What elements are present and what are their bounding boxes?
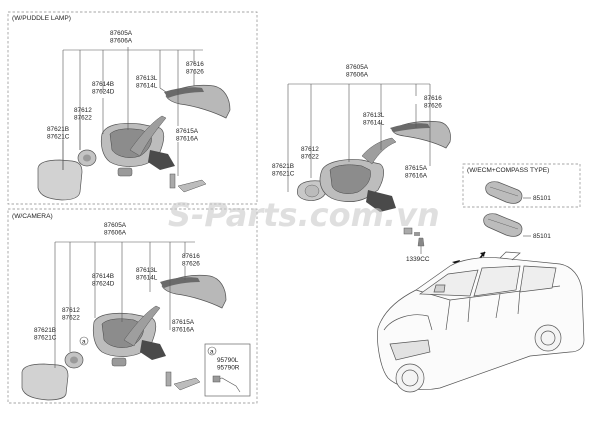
section-camera: (W/CAMERA) a a 95790L 95790R 87605A 8760… [7, 208, 258, 404]
callout-a-label: a [82, 339, 86, 346]
label-motor-std: 87612 87622 [301, 146, 321, 161]
label-side-std: 87615A 87616A [405, 165, 428, 180]
label-screw: 1339CC [406, 256, 430, 263]
label-housing-puddle: 87605A 87606A [110, 30, 133, 45]
section-ecm-title: (W/ECM+COMPASS TYPE) [467, 167, 549, 174]
label-lamp-std: 87616 87626 [424, 95, 444, 110]
mirror-base-shape [148, 150, 175, 170]
screw-shape [417, 237, 425, 247]
label-cover-camera: 87614B 87624D [92, 273, 116, 288]
label-inside-mirror: 85101 [533, 233, 551, 240]
section-standard: 87605A 87606A 87616 87626 87613L 87614L … [272, 64, 451, 236]
label-glass-std: 87621B 87621C [272, 163, 296, 178]
label-glass-camera: 87621B 87621C [34, 327, 58, 342]
section-puddle-title: (W/PUDDLE LAMP) [12, 15, 71, 22]
label-lamp-camera: 87616 87626 [182, 253, 202, 268]
puddle-lamp-shape [177, 179, 207, 193]
camera-mirror-glass-shape [21, 363, 69, 401]
label-lamp-puddle: 87616 87626 [186, 61, 206, 76]
section-ecm-frame [462, 163, 581, 208]
mirror-glass-shape [37, 159, 83, 201]
ecm-mirror-shape [485, 181, 523, 204]
section-camera-title: (W/CAMERA) [12, 213, 53, 220]
label-glass-puddle: 87621B 87621C [47, 126, 71, 141]
callout-a-marker [79, 336, 89, 346]
section-puddle-lamp: (W/PUDDLE LAMP) 87605A 87606A 87616 8762… [7, 11, 258, 205]
vehicle-drawing [377, 251, 585, 393]
label-motor-puddle: 87612 87622 [74, 107, 94, 122]
label-housing-camera: 87605A 87606A [104, 222, 127, 237]
section-camera-frame [7, 208, 258, 404]
camera-detail-box [204, 343, 251, 397]
label-ecm-mirror: 85101 [533, 195, 551, 202]
label-housing-std: 87605A 87606A [346, 64, 369, 79]
label-side-camera: 87615A 87616A [172, 319, 195, 334]
label-cap-std: 87613L 87614L [363, 112, 386, 127]
label-camera: 95790L 95790R [217, 357, 240, 372]
inside-mirror-shape [483, 213, 523, 237]
label-cover-puddle: 87614B 87624D [92, 81, 116, 96]
label-cap-camera: 87613L 87614L [136, 267, 159, 282]
label-cap-puddle: 87613L 87614L [136, 75, 159, 90]
watermark: S-Parts.com.vn [168, 196, 440, 234]
mirror-side-cover-shape [129, 115, 167, 157]
std-mirror-base-shape [366, 190, 396, 212]
camera-module-shape [212, 375, 221, 383]
label-side-puddle: 87615A 87616A [176, 128, 199, 143]
camera-detail-callout: a [210, 349, 214, 356]
section-inside-mirror: (W/ECM+COMPASS TYPE) 85101 85101 1339CC [377, 163, 585, 393]
label-motor-camera: 87612 87622 [62, 307, 82, 322]
